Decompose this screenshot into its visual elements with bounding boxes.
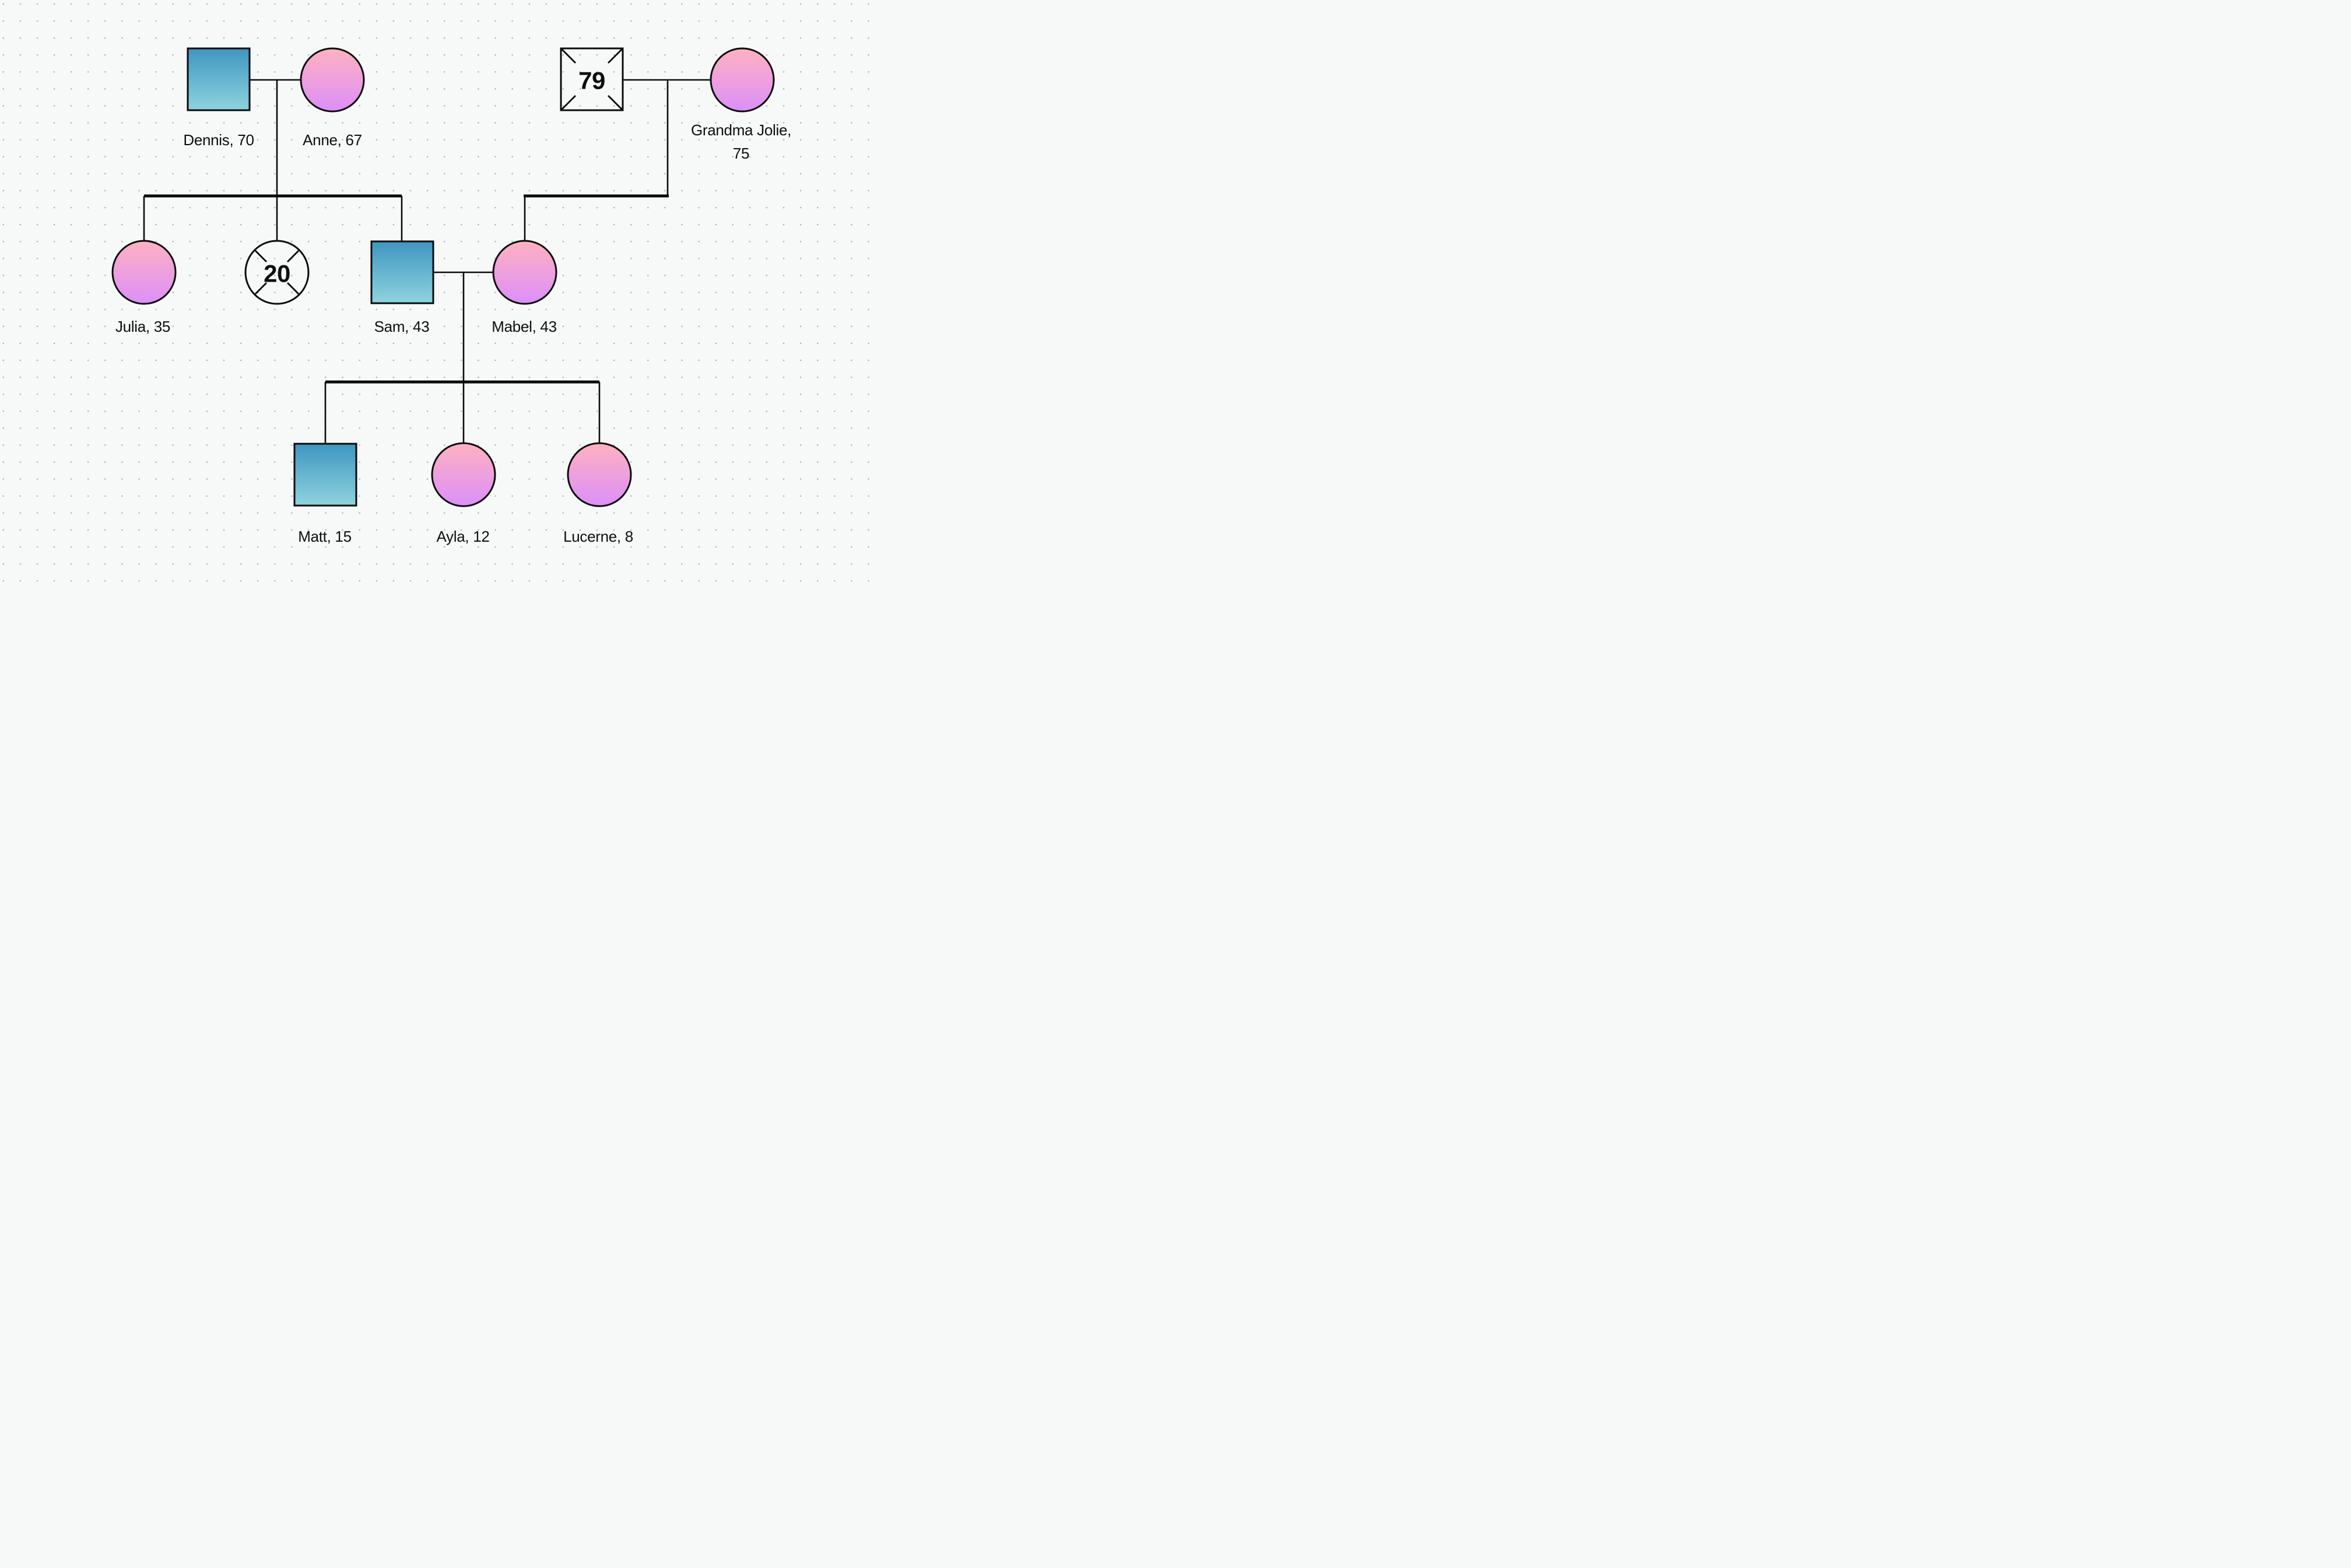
person-label: Sam, 43 bbox=[374, 318, 430, 335]
person-label-line1: Grandma Jolie, bbox=[691, 121, 791, 139]
male-square-shape bbox=[370, 240, 434, 304]
deceased-cross-stroke bbox=[255, 282, 267, 294]
male-square-shape-deceased bbox=[560, 47, 624, 111]
person-label: Matt, 15 bbox=[298, 528, 352, 545]
person-dennis: Dennis, 70 bbox=[183, 47, 254, 149]
person-matt: Matt, 15 bbox=[293, 443, 357, 545]
person-label: Dennis, 70 bbox=[183, 131, 254, 149]
genogram-diagram: Dennis, 70 Anne, 67 79 Grandma Jolie, 75… bbox=[111, 47, 791, 545]
deceased-cross-stroke bbox=[287, 250, 299, 262]
person-ayla: Ayla, 12 bbox=[431, 442, 496, 545]
male-square-shape bbox=[293, 443, 357, 507]
person-label: Anne, 67 bbox=[303, 131, 362, 149]
deceased-cross-stroke bbox=[561, 95, 576, 110]
person-julia: Julia, 35 bbox=[111, 240, 177, 335]
genogram-canvas: Dennis, 70 Anne, 67 79 Grandma Jolie, 75… bbox=[0, 0, 882, 588]
age-at-death-label: 20 bbox=[264, 260, 290, 287]
female-circle-shape bbox=[710, 47, 775, 113]
age-at-death-label: 79 bbox=[578, 67, 605, 94]
person-deceased-daughter: 20 bbox=[244, 240, 310, 305]
female-circle-shape-deceased bbox=[244, 240, 310, 305]
female-circle-shape bbox=[431, 442, 496, 507]
deceased-cross-stroke bbox=[561, 48, 576, 64]
person-label-line2: 75 bbox=[733, 145, 749, 162]
deceased-cross-stroke bbox=[608, 95, 623, 110]
person-grandfather-deceased: 79 bbox=[560, 47, 624, 111]
person-sam: Sam, 43 bbox=[370, 240, 434, 335]
female-circle-shape bbox=[567, 442, 632, 507]
person-anne: Anne, 67 bbox=[300, 47, 365, 149]
male-square-shape bbox=[187, 47, 251, 111]
female-circle-shape bbox=[300, 47, 365, 113]
deceased-cross-stroke bbox=[287, 282, 299, 294]
person-label: Mabel, 43 bbox=[492, 318, 556, 335]
person-label: Julia, 35 bbox=[115, 318, 170, 335]
person-grandma-jolie: Grandma Jolie, 75 bbox=[691, 47, 791, 162]
person-label: Lucerne, 8 bbox=[563, 528, 633, 545]
person-lucerne: Lucerne, 8 bbox=[563, 442, 633, 545]
person-label: Ayla, 12 bbox=[436, 528, 489, 545]
female-circle-shape bbox=[111, 240, 177, 305]
female-circle-shape bbox=[492, 240, 557, 305]
person-mabel: Mabel, 43 bbox=[492, 240, 557, 335]
deceased-cross-stroke bbox=[608, 48, 623, 64]
deceased-cross-stroke bbox=[255, 250, 267, 262]
connector-lines bbox=[143, 79, 711, 444]
